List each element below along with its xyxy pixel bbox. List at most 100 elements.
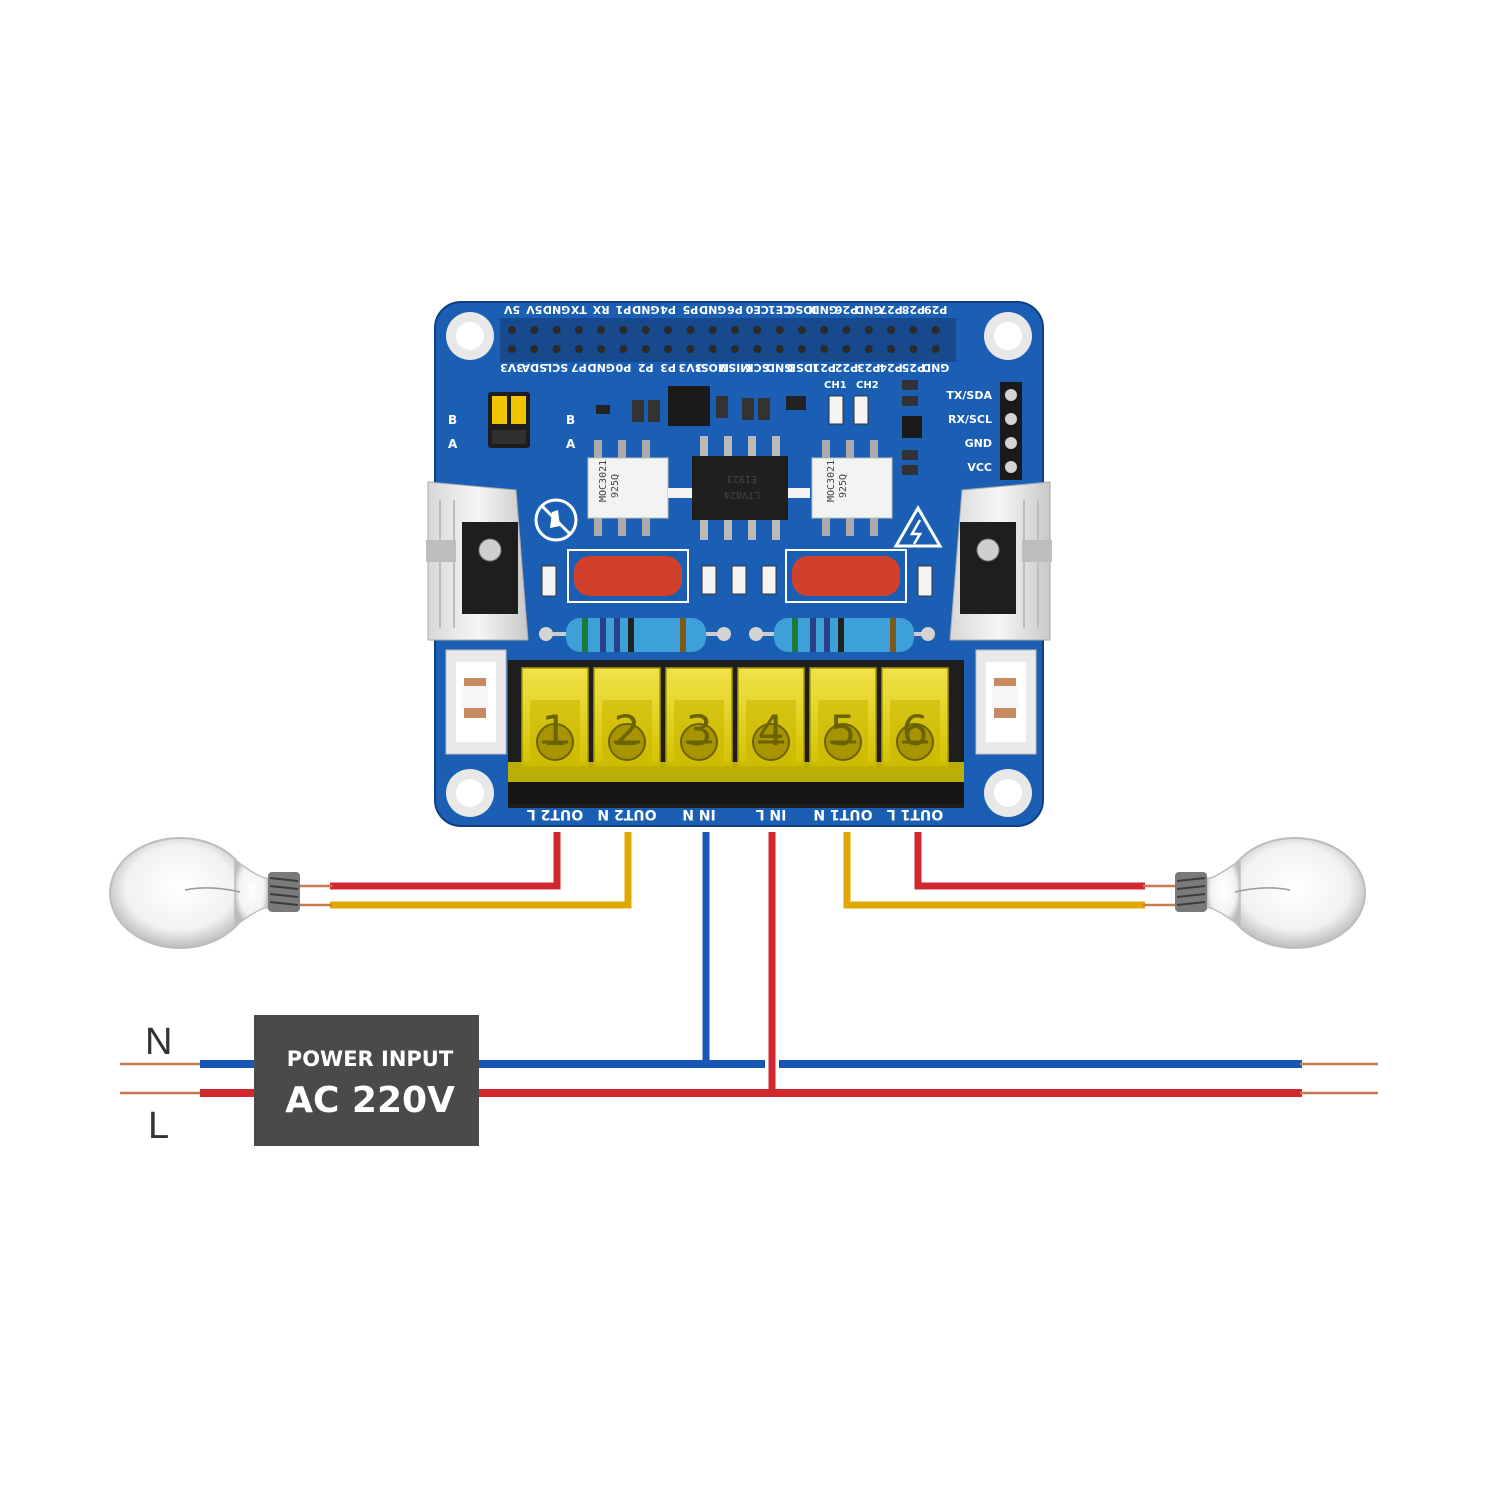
terminal-cell: 5 <box>809 667 877 767</box>
uart-header: TX/SDA RX/SCL GND VCC <box>946 382 1022 480</box>
gpio-pin <box>508 326 516 334</box>
isolator-line1: E1923 <box>727 473 757 484</box>
gpio-header-bottom-labels: GNDP25P24P23P22P21IDSDGNDSCKMISOMOSI3V3P… <box>500 361 949 374</box>
capacitor-left <box>567 549 689 603</box>
gpio-bottom-label: 3V3 <box>678 361 702 374</box>
gpio-top-label: P1 <box>616 303 632 316</box>
gpio-top-label: P26 <box>834 303 858 316</box>
terminal-number: 3 <box>686 706 713 755</box>
gpio-pin <box>931 345 940 353</box>
gpio-pin <box>887 326 896 334</box>
gpio-pin <box>597 326 606 334</box>
terminal-cell: 2 <box>593 667 661 767</box>
jumper-block: B A B A <box>448 392 576 451</box>
terminal-label: OUT1 N <box>813 806 872 822</box>
optocoupler-right-line1: MOC3021 <box>826 460 837 502</box>
gpio-bottom-label: MISO <box>719 361 751 374</box>
channel-label-ch2: CH2 <box>856 380 879 391</box>
jumper-label-b-left: B <box>448 413 457 427</box>
terminal-cell: 1 <box>521 667 589 767</box>
terminal-number: 2 <box>614 706 641 755</box>
relay-board: P29P28P27GNDP26GNDIDSCCE1CE0P6GNDP5P4GND… <box>426 301 1052 827</box>
gpio-top-label: P29 <box>924 303 947 316</box>
gpio-pin <box>797 326 806 334</box>
gpio-pin <box>686 345 695 353</box>
gpio-bottom-label: GND <box>766 361 793 374</box>
gpio-bottom-label: P2 <box>638 361 654 374</box>
gpio-pin <box>552 345 561 353</box>
gpio-bottom-label: GND <box>588 361 615 374</box>
terminal-label: OUT1 L <box>887 806 943 822</box>
bulb-right-icon <box>1175 837 1366 949</box>
gpio-pin <box>641 326 650 334</box>
gpio-pin <box>641 345 650 353</box>
gpio-pin <box>909 345 918 353</box>
gpio-pin <box>775 345 784 353</box>
wire-out1-l <box>914 832 1145 890</box>
gpio-top-label: CE1 <box>768 303 791 316</box>
power-resistor-left <box>539 618 731 652</box>
gpio-bottom-label: 3V3 <box>500 361 524 374</box>
gpio-top-label: P28 <box>902 303 925 316</box>
channel-label-ch1: CH1 <box>824 380 847 391</box>
gpio-pin <box>508 345 516 353</box>
gpio-bottom-label: P23 <box>857 361 880 374</box>
gpio-top-label: IDSC <box>787 303 816 316</box>
gpio-top-label: TX <box>570 303 587 316</box>
isolator-chip: E1923 LTV824 <box>668 436 810 540</box>
optocoupler-left: MOC3021 925Q <box>587 440 669 536</box>
smd-components: CH1 CH2 <box>596 380 922 475</box>
gpio-pin <box>708 345 717 353</box>
small-resistors <box>541 565 933 597</box>
terminal-label: IN N <box>682 806 716 822</box>
gpio-pin <box>887 345 896 353</box>
gpio-bottom-label: SCL <box>545 361 568 374</box>
optocoupler-left-line1: MOC3021 <box>598 460 609 502</box>
gpio-pin <box>664 326 673 334</box>
optocoupler-left-line2: 925Q <box>610 474 621 498</box>
gpio-header-top-labels: P29P28P27GNDP26GNDIDSCCE1CE0P6GNDP5P4GND… <box>503 303 947 316</box>
terminal-number: 4 <box>758 706 785 755</box>
gpio-bottom-label: SDA <box>521 361 547 374</box>
mains-n-label: N <box>145 1021 172 1063</box>
heatsink-right <box>949 481 1052 641</box>
gpio-top-label: P27 <box>879 303 902 316</box>
wire-out1-n <box>843 832 1145 909</box>
terminal-label: OUT2 N <box>597 806 656 822</box>
gpio-top-label: GND <box>543 303 570 316</box>
terminal-number: 5 <box>830 706 857 755</box>
gpio-top-label: P6 <box>727 303 743 316</box>
gpio-pin <box>530 345 539 353</box>
power-input-line1: POWER INPUT <box>287 1047 454 1071</box>
capacitor-right <box>785 549 907 603</box>
gpio-pin <box>619 326 628 334</box>
gpio-pin <box>820 326 829 334</box>
gpio-pin <box>619 345 628 353</box>
gpio-pin <box>708 326 717 334</box>
power-input-line2: AC 220V <box>285 1080 455 1121</box>
gpio-bottom-label: P25 <box>902 361 925 374</box>
mounting-holes <box>446 312 1032 817</box>
gpio-top-label: GND <box>811 303 838 316</box>
gpio-bottom-label: GND <box>922 361 949 374</box>
fuse-right <box>975 649 1037 755</box>
gpio-pin <box>552 326 561 334</box>
gpio-top-label: P5 <box>683 303 699 316</box>
gpio-pin <box>574 326 583 334</box>
gpio-bottom-label: P21 <box>813 361 836 374</box>
gpio-bottom-label: P24 <box>879 361 903 374</box>
gpio-bottom-label: SCK <box>745 361 770 374</box>
uart-label-vcc: VCC <box>967 461 992 474</box>
gpio-bottom-label: P0 <box>615 361 631 374</box>
gpio-pin <box>909 326 918 334</box>
gpio-pin <box>530 326 539 334</box>
terminal-number: 6 <box>902 706 929 755</box>
terminal-cell: 3 <box>665 667 733 767</box>
gpio-top-label: P4 <box>660 303 676 316</box>
gpio-pin <box>731 326 739 334</box>
gpio-bottom-label: IDSD <box>787 361 817 374</box>
gpio-pin <box>775 326 784 334</box>
